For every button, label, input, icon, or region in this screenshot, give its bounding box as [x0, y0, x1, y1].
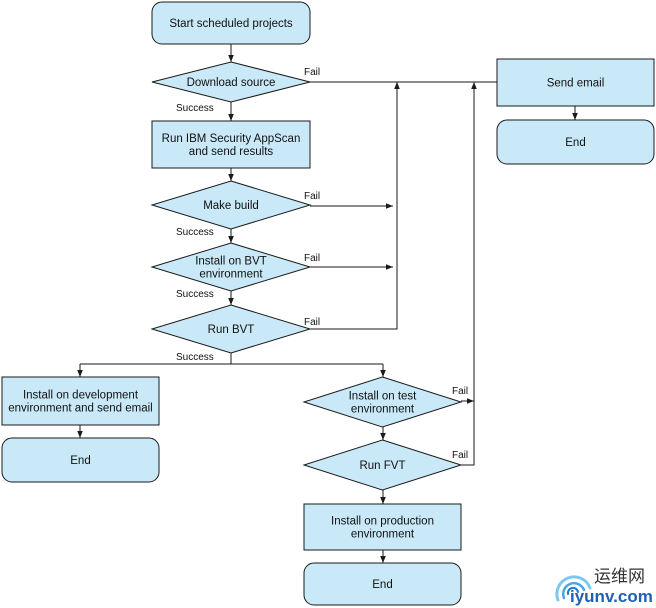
edge-label-success: Success — [176, 103, 214, 114]
edge-label-fail: Fail — [452, 450, 468, 461]
node-label: End — [70, 455, 90, 467]
edge-label-fail: Fail — [304, 317, 320, 328]
node-label: Download source — [187, 77, 276, 89]
edge-label-fail: Fail — [304, 67, 320, 78]
flow-connectors — [77, 44, 578, 563]
watermark-logo-icon — [555, 575, 592, 602]
edge-label-success: Success — [176, 227, 214, 238]
node-label: Make build — [203, 200, 259, 212]
watermark-en: iyunv.com — [570, 587, 653, 606]
node-label: Run BVT — [208, 324, 255, 336]
node-label: Install on test — [349, 391, 418, 403]
watermark-cn: 运维网 — [594, 567, 645, 587]
edge-label-fail: Fail — [304, 191, 320, 202]
node-label: environment — [199, 269, 263, 281]
node-label: Install on production — [331, 516, 434, 528]
node-send-email: Send email — [496, 58, 655, 107]
edge-label-success: Success — [176, 289, 214, 300]
node-start: Start scheduled projects — [151, 1, 311, 45]
terminal-shape — [303, 562, 462, 606]
node-run-bvt: Run BVT — [150, 304, 312, 354]
node-end-email: End — [496, 119, 655, 165]
process-shape — [496, 58, 655, 107]
node-label: Start scheduled projects — [169, 18, 293, 30]
edge-label-fail: Fail — [452, 386, 468, 397]
node-make-build: Make build — [150, 180, 312, 230]
node-label: environment — [351, 529, 415, 541]
node-label: Run IBM Security AppScan — [162, 133, 301, 145]
node-end-dev: End — [1, 437, 160, 483]
decision-shape — [150, 304, 312, 354]
node-download: Download source — [151, 61, 311, 103]
terminal-shape — [1, 437, 160, 483]
edge-fail-runbvt — [310, 82, 400, 330]
edge-fail-runfvt — [461, 82, 477, 466]
node-label: End — [565, 137, 585, 149]
process-shape — [151, 120, 311, 169]
process-shape — [303, 503, 462, 551]
terminal-shape — [496, 119, 655, 165]
node-label: environment — [351, 404, 415, 416]
node-label: Install on development — [23, 390, 139, 402]
node-label: Run FVT — [359, 460, 405, 472]
node-label: Send email — [547, 78, 605, 90]
edge-label-success: Success — [176, 352, 214, 363]
flow-edge-labels: FailSuccessFailSuccessFailSuccessFailSuc… — [176, 67, 468, 461]
decision-shape — [302, 376, 463, 428]
node-run-fvt: Run FVT — [302, 439, 463, 491]
process-shape — [1, 376, 160, 426]
node-label: End — [372, 579, 392, 591]
terminal-shape — [151, 1, 311, 45]
node-label: Install on BVT — [195, 256, 267, 268]
node-label: environment and send email — [8, 403, 152, 415]
decision-shape — [151, 61, 311, 103]
decision-shape — [150, 242, 312, 292]
decision-shape — [302, 439, 463, 491]
decision-shape — [150, 180, 312, 230]
node-end-prod: End — [303, 562, 462, 606]
node-label: and send results — [189, 146, 274, 158]
edge-label-fail: Fail — [304, 253, 320, 264]
